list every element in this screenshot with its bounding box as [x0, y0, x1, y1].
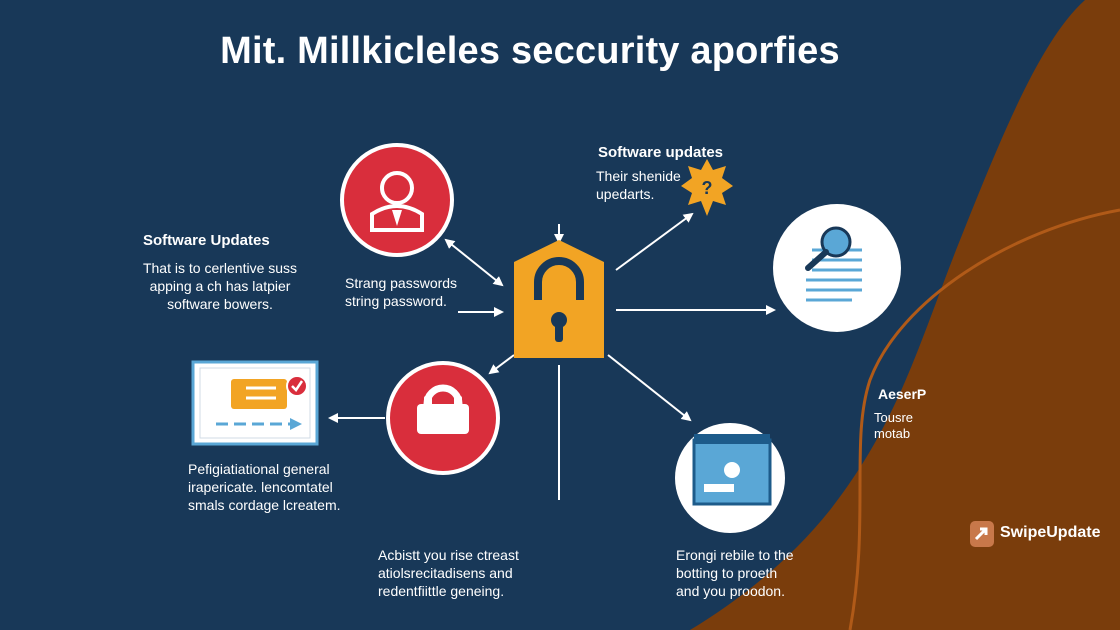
right-text: Tousre motab — [874, 410, 914, 441]
brand-logo: SwipeUpdate — [1000, 524, 1100, 542]
bottom-left-text: Pefigiatiational general irapericate. le… — [188, 461, 341, 513]
center-left-text: Strang passwords string password. — [345, 275, 458, 309]
arrow-lock-to-redlock — [488, 354, 515, 375]
arrow-lock-to-browser — [607, 354, 692, 422]
brand-name: SwipeUpdate — [1000, 524, 1101, 541]
right-heading: AeserP — [878, 386, 927, 402]
browser-window-icon — [675, 423, 785, 533]
document-search-icon — [773, 204, 901, 332]
page-title: Mit. Millkicleles seccurity aporfies — [220, 30, 840, 72]
bottom-center-text: Acbistt you rise ctreast atiolsrecitadis… — [378, 547, 519, 599]
wave-outline — [848, 208, 1120, 630]
left-text: That is to cerlentive suss apping a ch h… — [142, 260, 298, 312]
arrow-user-to-lock — [444, 238, 504, 287]
brown-wave-shape — [690, 0, 1120, 630]
top-right-text: Their shenide upedarts. — [596, 168, 681, 202]
user-icon — [340, 143, 454, 257]
lock-user-icon — [386, 361, 500, 475]
svg-text:?: ? — [702, 178, 713, 198]
arrow-lock-to-warning — [615, 212, 694, 271]
top-right-heading: Software updates — [598, 144, 724, 161]
swipe-arrow-icon — [970, 521, 994, 547]
padlock-icon — [514, 240, 604, 358]
bottom-right-text: Erongi rebile to the botting to proeth a… — [676, 547, 794, 599]
warning-badge-icon: ? — [681, 159, 733, 216]
left-heading: Software Updates — [143, 232, 270, 249]
id-card-icon — [191, 360, 319, 446]
